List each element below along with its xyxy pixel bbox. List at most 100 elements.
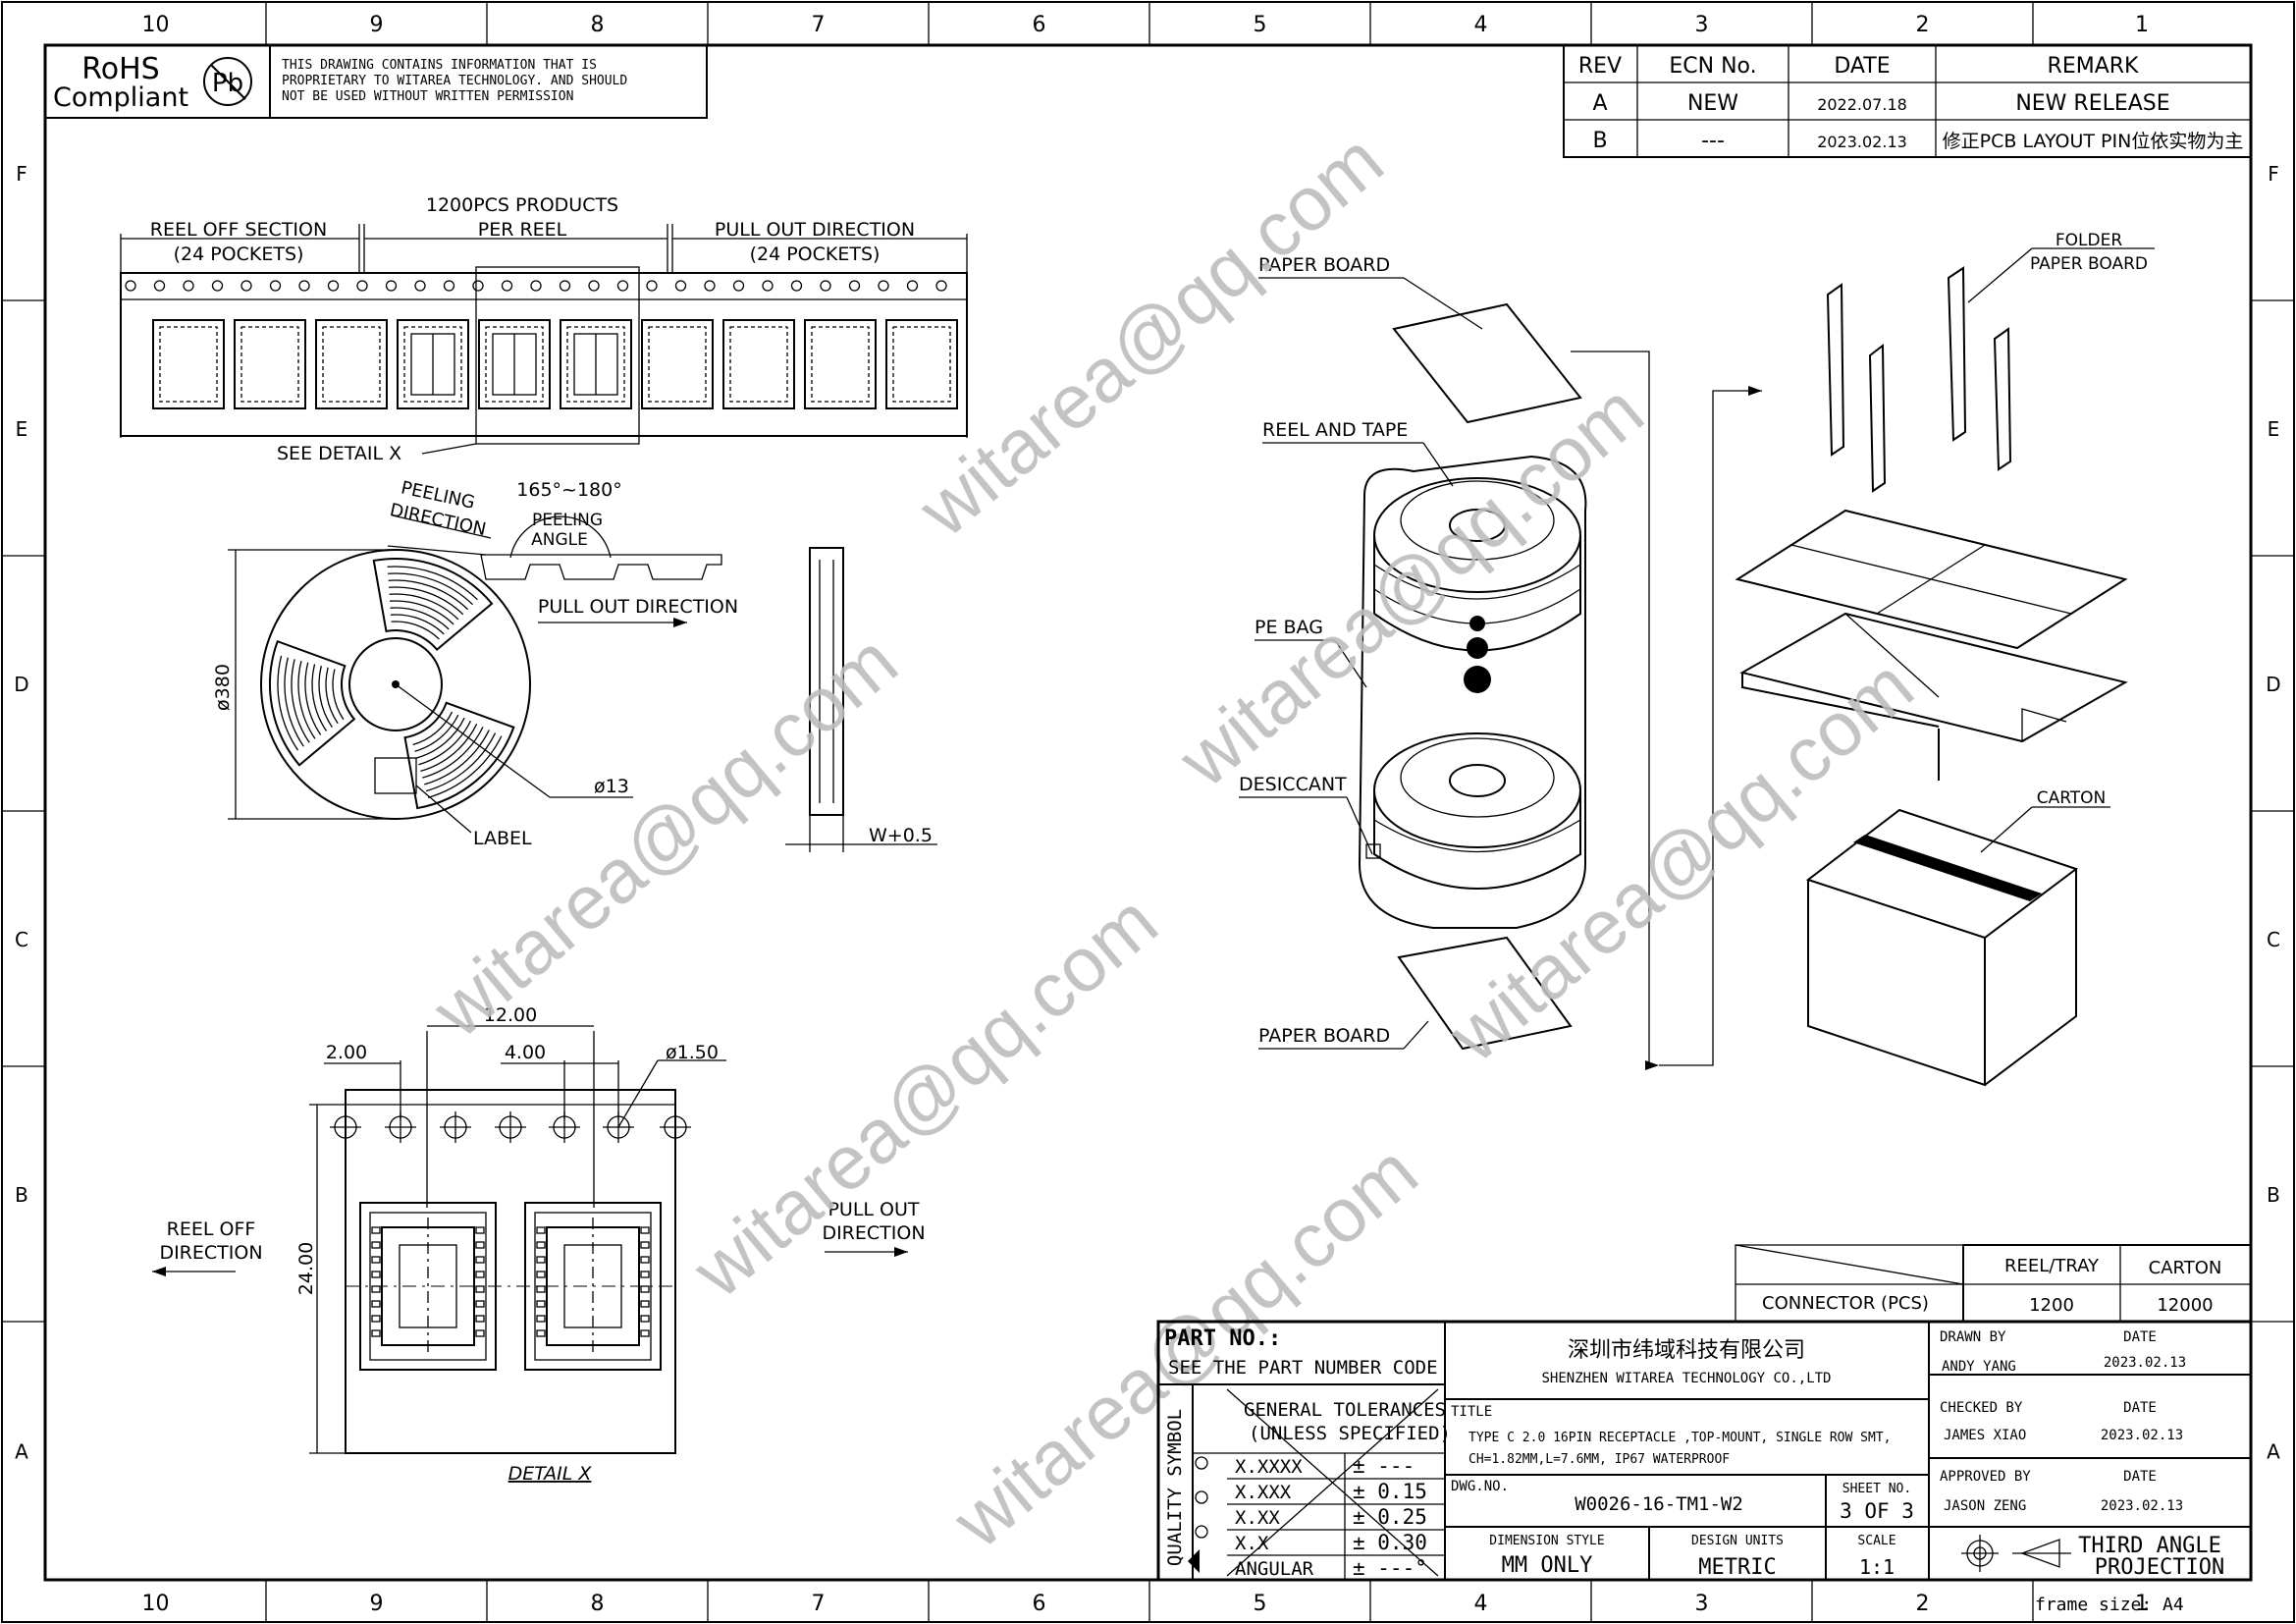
reel-window-arc xyxy=(332,669,345,721)
sprocket-hole xyxy=(183,280,194,292)
reel-window-arc xyxy=(425,732,497,792)
part-no-value: SEE THE PART NUMBER CODE xyxy=(1168,1357,1438,1379)
zone-label-bottom: 10 xyxy=(142,1592,170,1616)
desiccant-label: DESICCANT xyxy=(1239,774,1347,795)
connector-pin xyxy=(536,1315,546,1323)
tape-pocket xyxy=(722,319,795,409)
hub-diameter-label: ø13 xyxy=(594,776,629,797)
sprocket-hole xyxy=(153,280,166,292)
sprocket-hole xyxy=(878,280,889,292)
reel-diameter-label: ø380 xyxy=(212,664,234,711)
projection-label: THIRD ANGLE xyxy=(2078,1534,2221,1558)
rohs-subtitle: Compliant xyxy=(53,82,188,113)
packing-exploded-view: PAPER BOARD REEL AND TAPE PE BAG DESICCA… xyxy=(1239,231,2155,1087)
tape-width-label: 24.00 xyxy=(295,1242,317,1295)
tape-pocket xyxy=(804,319,877,409)
connector-pin xyxy=(536,1256,546,1264)
tape-pocket-inner xyxy=(811,326,870,403)
sprocket-hole xyxy=(906,280,919,292)
connector-pin xyxy=(475,1329,485,1337)
title-line-2: CH=1.82MM,L=7.6MM, IP67 WATERPROOF xyxy=(1468,1452,1730,1467)
approved-date-value: 2023.02.13 xyxy=(2101,1498,2183,1514)
quality-triangle-icon xyxy=(1188,1549,1200,1573)
zone-label-right: B xyxy=(2267,1183,2280,1207)
sprocket-hole xyxy=(211,280,224,292)
zone-label-bottom: 5 xyxy=(1254,1592,1267,1616)
revision-header: REV xyxy=(1578,54,1622,79)
tape-pocket xyxy=(478,319,551,409)
zone-label-top: 5 xyxy=(1254,13,1267,37)
connector-pin xyxy=(371,1256,381,1264)
quality-symbol-mark xyxy=(1195,1456,1208,1470)
drawn-by-label: DRAWN BY xyxy=(1940,1329,2006,1345)
reel-window-arc xyxy=(391,621,440,640)
tape-pocket xyxy=(234,319,306,409)
reel-window-arc xyxy=(390,607,450,630)
zone-label-bottom: 2 xyxy=(1916,1592,1930,1616)
pull-out-section-label: PULL OUT DIRECTION xyxy=(715,219,915,241)
dimension-style-label: DIMENSION STYLE xyxy=(1489,1534,1604,1548)
title-block: PART NO.: SEE THE PART NUMBER CODE GENER… xyxy=(1156,1320,2253,1582)
rohs-header: RoHS Compliant Pb THIS DRAWING CONTAINS … xyxy=(44,44,708,119)
proprietary-line-1: THIS DRAWING CONTAINS INFORMATION THAT I… xyxy=(282,58,597,73)
reel-window-arc xyxy=(389,586,464,616)
zone-label-right: E xyxy=(2268,417,2280,441)
zone-label-right: C xyxy=(2267,928,2280,951)
connector-pin xyxy=(371,1300,381,1308)
tolerance-value: ± 0.30 xyxy=(1353,1531,1427,1554)
reel-window-arc xyxy=(420,724,478,773)
reel-window-arc xyxy=(424,730,490,785)
reel-off-section-label: REEL OFF SECTION xyxy=(150,219,327,241)
sprocket-hole xyxy=(848,280,861,292)
connector-pin xyxy=(475,1285,485,1293)
connector-pin xyxy=(536,1241,546,1249)
pe-bag-label: PE BAG xyxy=(1255,617,1323,638)
sprocket-hole xyxy=(327,280,340,292)
tape-pocket-inner xyxy=(159,326,218,403)
tape-pocket-inner xyxy=(322,326,381,403)
sprocket-hole xyxy=(530,280,542,292)
proprietary-line-3: NOT BE USED WITHOUT WRITTEN PERMISSION xyxy=(282,89,573,104)
sprocket-hole xyxy=(588,280,600,292)
zone-label-top: 9 xyxy=(370,13,384,37)
tape-pocket-inner xyxy=(892,326,951,403)
sprocket-hole xyxy=(820,280,831,292)
quality-symbol-mark xyxy=(1195,1490,1208,1504)
reel-off-pockets-label: (24 POCKETS) xyxy=(174,244,304,265)
tolerance-format: X.X xyxy=(1235,1533,1269,1554)
zone-label-right: A xyxy=(2267,1440,2280,1464)
zone-label-top: 8 xyxy=(591,13,605,37)
connector-pin xyxy=(640,1315,650,1323)
revision-header: ECN No. xyxy=(1669,54,1756,79)
zone-label-top: 10 xyxy=(142,13,170,37)
folder-label: FOLDER xyxy=(2056,231,2122,250)
zone-label-bottom: 8 xyxy=(591,1592,605,1616)
reel-window-arc xyxy=(418,720,471,766)
checked-by-name: JAMES XIAO xyxy=(1944,1428,2026,1443)
sprocket-hole xyxy=(385,280,398,292)
scale-value: 1:1 xyxy=(1859,1555,1895,1579)
reel-pull-out-label: PULL OUT DIRECTION xyxy=(538,596,738,618)
tape-pocket xyxy=(152,319,225,409)
sprocket-hole xyxy=(125,280,136,292)
company-name-en: SHENZHEN WITAREA TECHNOLOGY CO.,LTD xyxy=(1541,1371,1831,1386)
reel-window-arc xyxy=(311,664,328,731)
zone-label-top: 2 xyxy=(1916,13,1930,37)
zone-label-bottom: 7 xyxy=(812,1592,826,1616)
scale-label: SCALE xyxy=(1857,1534,1896,1548)
connector-pin xyxy=(640,1256,650,1264)
reel-window-arc xyxy=(284,657,304,747)
folder-label-2: PAPER BOARD xyxy=(2030,254,2148,274)
zone-label-left: C xyxy=(15,928,28,951)
pocket-pitch-label: 12.00 xyxy=(484,1004,537,1026)
carrier-tape-view: REEL OFF SECTION (24 POCKETS) 1200PCS PR… xyxy=(120,194,968,464)
hole-pitch-label: 4.00 xyxy=(505,1042,546,1063)
zone-label-top: 6 xyxy=(1033,13,1046,37)
dwg-no-value: W0026-16-TM1-W2 xyxy=(1575,1493,1743,1515)
connector-pin xyxy=(475,1300,485,1308)
hole-diameter-label: ø1.50 xyxy=(666,1042,719,1063)
angle-range-label: 165°~180° xyxy=(516,479,621,501)
part-no-label: PART NO.: xyxy=(1164,1326,1281,1351)
sprocket-hole xyxy=(443,280,455,292)
paper-board-bottom-label: PAPER BOARD xyxy=(1258,1025,1390,1047)
